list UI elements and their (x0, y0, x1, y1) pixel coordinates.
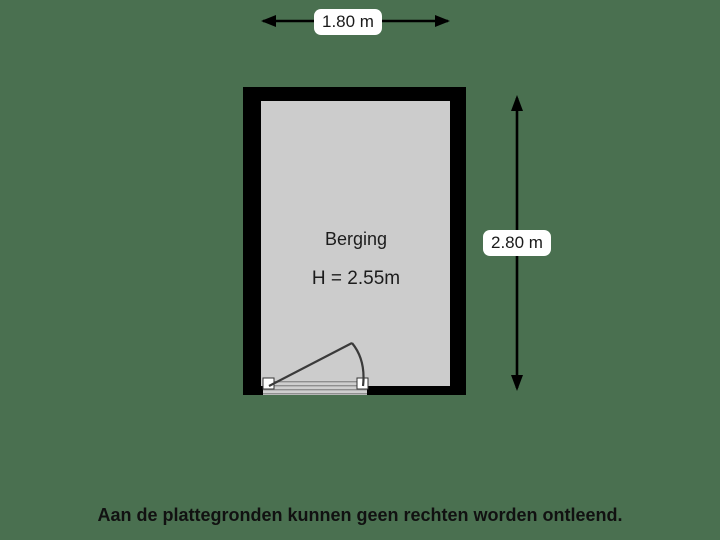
door-swing-icon (268, 342, 365, 387)
dimension-label-height: 2.80 m (483, 230, 551, 256)
room-walls (243, 87, 466, 395)
room-height-label: H = 2.55m (311, 268, 401, 289)
door-opening (262, 377, 369, 395)
disclaimer-text: Aan de plattegronden kunnen geen rechten… (97, 505, 623, 525)
dimension-label-width: 1.80 m (314, 9, 382, 35)
room-name-label: Berging (324, 229, 388, 249)
